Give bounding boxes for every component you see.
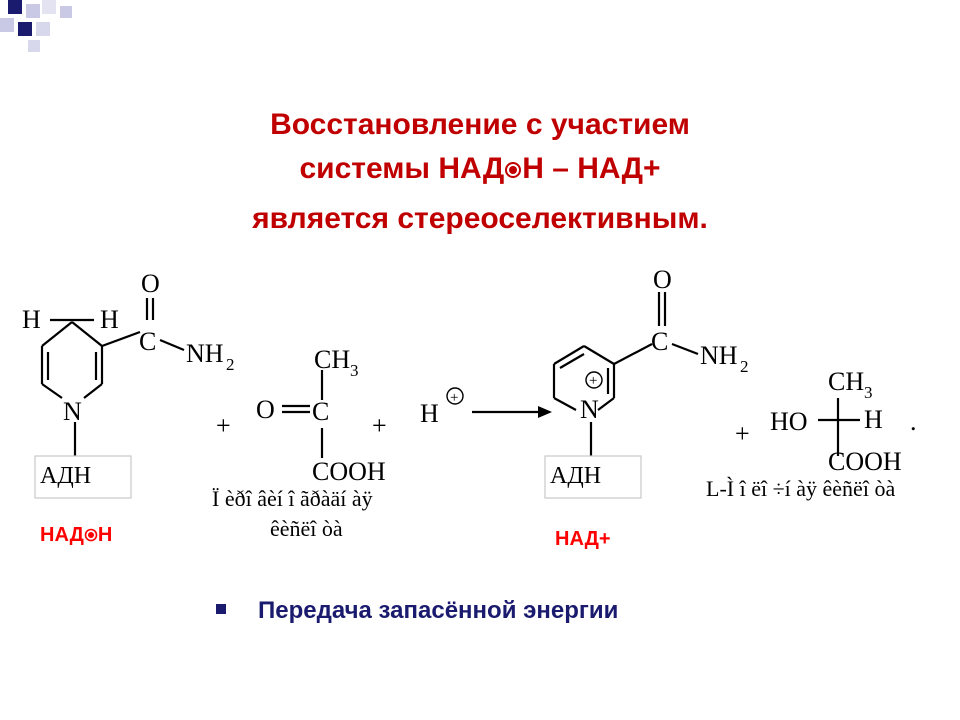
atom-n-left: N xyxy=(63,397,82,426)
adn-box-right: АДН xyxy=(550,463,601,489)
plus-sign-3: + xyxy=(735,419,750,448)
nadh-label: НАД Н xyxy=(40,524,112,547)
atom-c-right: C xyxy=(651,327,668,356)
plus-sign-1: + xyxy=(216,411,231,440)
deco-square xyxy=(28,40,40,52)
atom-o-right: O xyxy=(653,265,672,294)
title-line-2-a: системы НАД xyxy=(299,152,505,185)
nadh-label-b: Н xyxy=(97,524,113,546)
arrow-head-icon xyxy=(538,406,552,418)
atom-h-left: H xyxy=(22,305,41,334)
lactate-h: H xyxy=(864,405,883,434)
nadh-label-a: НАД xyxy=(40,524,84,546)
bullet-text: Передача запасённой энергии xyxy=(258,597,619,624)
bullet-dot-icon xyxy=(505,162,522,178)
atom-n-right: N xyxy=(580,395,599,424)
lactate-ho: HO xyxy=(770,407,808,436)
pyruvate-c: C xyxy=(312,397,329,426)
lactate-ch3: CH xyxy=(828,367,864,396)
deco-square xyxy=(8,0,22,14)
deco-square xyxy=(42,0,56,14)
pyruvate-o: O xyxy=(256,395,275,424)
plus-sign-2: + xyxy=(372,411,387,440)
corner-decoration xyxy=(0,0,72,52)
atom-nh2-sub-left: 2 xyxy=(226,355,235,374)
pyruvate-caption-1: Ï èðî âèí î ãðàäí àÿ xyxy=(212,486,373,511)
atom-nh2-right: NH xyxy=(700,341,738,370)
proton-charge: + xyxy=(450,390,458,406)
nad-label: НАД+ xyxy=(555,528,611,550)
deco-square xyxy=(18,22,32,36)
title-line-2: системы НАД Н – НАД+ xyxy=(0,152,960,186)
lactate-period: . xyxy=(910,407,917,436)
lactate-caption: L-Ì î ëî ÷í àÿ êèñëî òà xyxy=(706,476,895,501)
deco-square xyxy=(0,18,14,32)
deco-square xyxy=(60,6,72,18)
ring-charge-right: + xyxy=(589,373,597,389)
plus-charge-icon xyxy=(446,387,464,405)
bullet-dot-icon xyxy=(84,528,98,542)
pyruvate-cooh: COOH xyxy=(312,457,386,486)
atom-nh2-sub-right: 2 xyxy=(740,357,749,376)
proton-h: H xyxy=(420,399,439,428)
atom-o-left: O xyxy=(141,269,160,298)
lactate-ch3-sub: 3 xyxy=(864,383,873,402)
deco-square xyxy=(26,4,40,18)
pyruvate-caption-2: êèñëî òà xyxy=(270,516,343,541)
reaction-diagram: H H O C NH 2 N АДН + + + CH 3 O C COOH Ï… xyxy=(22,265,917,541)
title-line-3: является стереоселективным. xyxy=(252,202,708,235)
pyruvate-ch3: CH xyxy=(314,345,350,374)
lactate-cooh: COOH xyxy=(828,447,902,476)
atom-c-left: C xyxy=(139,327,156,356)
deco-square xyxy=(36,22,50,36)
title-line-1: Восстановление с участием xyxy=(270,108,690,141)
square-bullet-icon xyxy=(216,604,226,614)
atom-h-right: H xyxy=(100,305,119,334)
pyruvate-ch3-sub: 3 xyxy=(350,361,359,380)
title-line-2-b: Н – НАД+ xyxy=(522,152,661,185)
atom-nh2-left: NH xyxy=(186,339,224,368)
adn-box-left: АДН xyxy=(40,463,91,489)
bullet-item: Передача запасённой энергии xyxy=(216,597,618,625)
